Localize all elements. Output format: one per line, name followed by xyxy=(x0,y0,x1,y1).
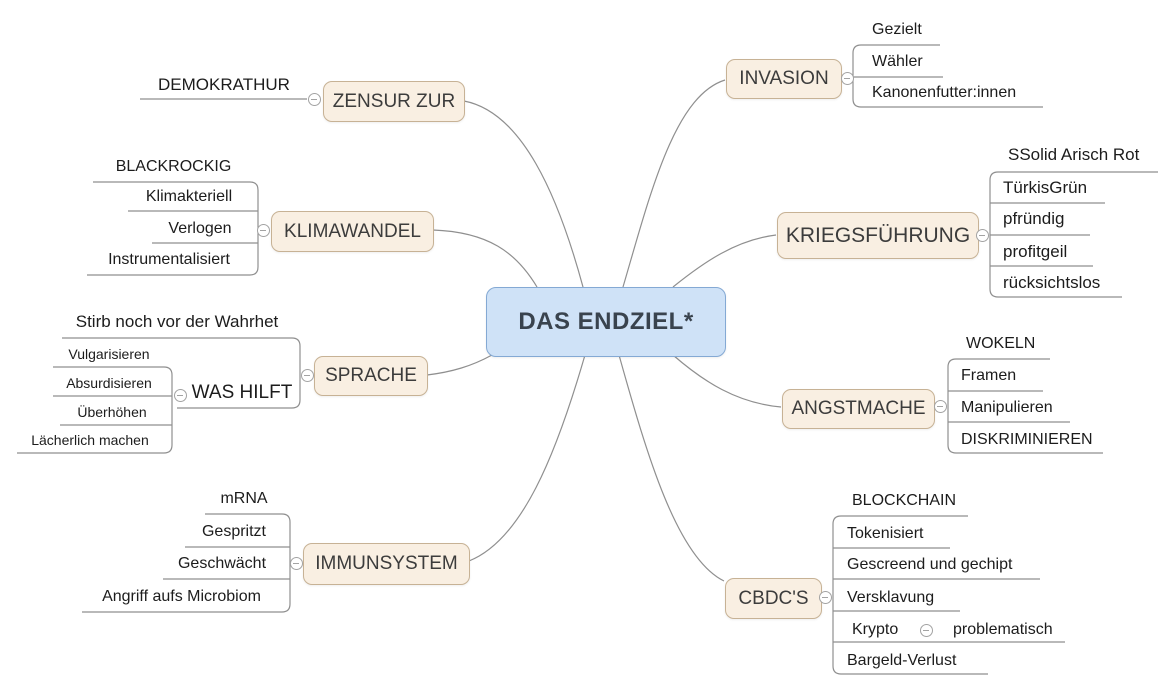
branch-cbdcs[interactable]: CBDC'S xyxy=(725,578,822,619)
node-mrna[interactable]: mRNA xyxy=(220,490,268,507)
node-ueberhoehen[interactable]: Überhöhen xyxy=(77,404,147,420)
node-verlogen[interactable]: Verlogen xyxy=(168,220,232,237)
node-bargeld-verlust[interactable]: Bargeld-Verlust xyxy=(847,652,957,669)
connector-cbdcs xyxy=(618,354,725,582)
node-ssolid-arisch-rot[interactable]: SSolid Arisch Rot xyxy=(1008,145,1140,164)
collapse-toggle-invasion[interactable] xyxy=(840,71,854,85)
collapse-toggle-krypto[interactable] xyxy=(919,623,933,637)
node-versklavung[interactable]: Versklavung xyxy=(847,589,935,606)
node-blockchain[interactable]: BLOCKCHAIN xyxy=(852,492,957,509)
node-was-hilft[interactable]: WAS HILFT xyxy=(191,382,293,403)
branch-immunsystem[interactable]: IMMUNSYSTEM xyxy=(303,543,470,585)
node-krypto[interactable]: Krypto xyxy=(852,621,899,638)
node-diskriminieren[interactable]: DISKRIMINIEREN xyxy=(961,431,1093,448)
node-blackrockig[interactable]: BLACKROCKIG xyxy=(115,158,232,175)
node-manipulieren[interactable]: Manipulieren xyxy=(961,399,1053,416)
connector-angstmache xyxy=(672,354,782,408)
branch-klimawandel[interactable]: KLIMAWANDEL xyxy=(271,211,434,252)
node-kanonenfutter-innen[interactable]: Kanonenfutter:innen xyxy=(872,84,1017,101)
collapse-toggle-cbdcs[interactable] xyxy=(818,590,832,604)
node-problematisch[interactable]: problematisch xyxy=(953,621,1053,638)
node-vulgarisieren[interactable]: Vulgarisieren xyxy=(68,346,150,362)
collapse-toggle-immunsystem[interactable] xyxy=(289,556,303,570)
node-demokrathur[interactable]: DEMOKRATHUR xyxy=(158,75,290,94)
node-angriff-aufs-microbiom[interactable]: Angriff aufs Microbiom xyxy=(102,588,261,605)
node-framen[interactable]: Framen xyxy=(961,367,1017,384)
node-tokenisiert[interactable]: Tokenisiert xyxy=(847,525,924,542)
node-stirb-noch-vor-der-wahrhet[interactable]: Stirb noch vor der Wahrhet xyxy=(75,312,279,331)
connector-klimawandel xyxy=(432,229,538,288)
node-ruecksichtslos[interactable]: rücksichtslos xyxy=(1003,273,1101,292)
node-absurdisieren[interactable]: Absurdisieren xyxy=(66,375,152,391)
branch-kriegsfuehrung[interactable]: KRIEGSFÜHRUNG xyxy=(777,212,979,259)
node-waehler[interactable]: Wähler xyxy=(872,53,923,70)
connector-sprache xyxy=(426,354,493,376)
node-pfruendig[interactable]: pfründig xyxy=(1003,209,1065,228)
node-gescreend-und-gechipt[interactable]: Gescreend und gechipt xyxy=(847,556,1013,573)
branch-zensur-zur[interactable]: ZENSUR ZUR xyxy=(323,81,465,122)
connector-invasion xyxy=(622,79,726,288)
node-laecherlich-machen[interactable]: Lächerlich machen xyxy=(31,432,149,448)
node-instrumentalisiert[interactable]: Instrumentalisiert xyxy=(108,251,230,268)
connector-kriegsfuehrung xyxy=(672,234,777,288)
branch-angstmache[interactable]: ANGSTMACHE xyxy=(782,389,935,429)
collapse-toggle-klimawandel[interactable] xyxy=(256,223,270,237)
collapse-toggle-was-hilft[interactable] xyxy=(173,388,187,402)
collapse-toggle-angstmache[interactable] xyxy=(933,399,947,413)
collapse-toggle-kriegsfuehrung[interactable] xyxy=(975,228,989,242)
connector-zensur xyxy=(463,100,584,288)
collapse-toggle-zensur[interactable] xyxy=(307,92,321,106)
node-profitgeil[interactable]: profitgeil xyxy=(1003,242,1068,261)
branch-invasion[interactable]: INVASION xyxy=(726,59,842,99)
connector-immunsystem xyxy=(468,354,586,562)
node-wokeln[interactable]: WOKELN xyxy=(966,335,1036,352)
central-node[interactable]: DAS ENDZIEL* xyxy=(486,287,726,357)
node-geschwaecht[interactable]: Geschwächt xyxy=(177,555,267,572)
node-gezielt[interactable]: Gezielt xyxy=(872,21,922,38)
collapse-toggle-sprache[interactable] xyxy=(300,368,314,382)
node-tuerkisgruen[interactable]: TürkisGrün xyxy=(1003,178,1088,197)
node-gespritzt[interactable]: Gespritzt xyxy=(201,523,266,540)
node-klimakteriell[interactable]: Klimakteriell xyxy=(145,188,233,205)
branch-sprache[interactable]: SPRACHE xyxy=(314,356,428,396)
